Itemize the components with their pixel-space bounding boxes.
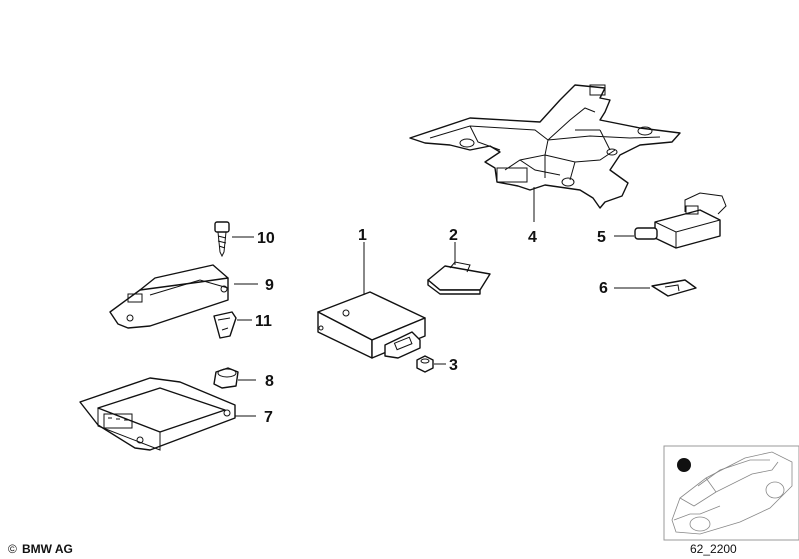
- part-1-control-unit[interactable]: [317, 291, 426, 359]
- copyright-symbol: ©: [8, 542, 17, 556]
- part-9-sensor-housing[interactable]: [109, 264, 229, 329]
- callout-7: 7: [264, 409, 273, 426]
- callout-11: 11: [255, 313, 272, 330]
- part-4-wiring-harness[interactable]: [409, 84, 681, 209]
- callout-5: 5: [597, 229, 606, 246]
- part-11-rivet[interactable]: [213, 311, 237, 339]
- callout-8: 8: [265, 373, 274, 390]
- diagram-code: 62_2200: [690, 542, 737, 556]
- part-5-sensor[interactable]: [634, 192, 727, 249]
- callout-10: 10: [257, 230, 275, 247]
- callout-2: 2: [449, 227, 458, 244]
- callout-1: 1: [358, 227, 367, 244]
- part-6-clip[interactable]: [651, 279, 697, 297]
- vehicle-location-thumbnail: [663, 445, 799, 541]
- part-3-nut[interactable]: [416, 355, 434, 373]
- part-10-screw[interactable]: [214, 221, 230, 258]
- brand-label: BMW AG: [22, 542, 73, 556]
- location-dot-icon: [677, 458, 691, 472]
- callout-4: 4: [528, 229, 537, 246]
- part-8-grommet[interactable]: [213, 367, 239, 389]
- callout-6: 6: [599, 280, 608, 297]
- callout-9: 9: [265, 277, 274, 294]
- callout-3: 3: [449, 357, 458, 374]
- part-2-bracket[interactable]: [427, 261, 491, 295]
- part-7-control-module[interactable]: [79, 377, 236, 451]
